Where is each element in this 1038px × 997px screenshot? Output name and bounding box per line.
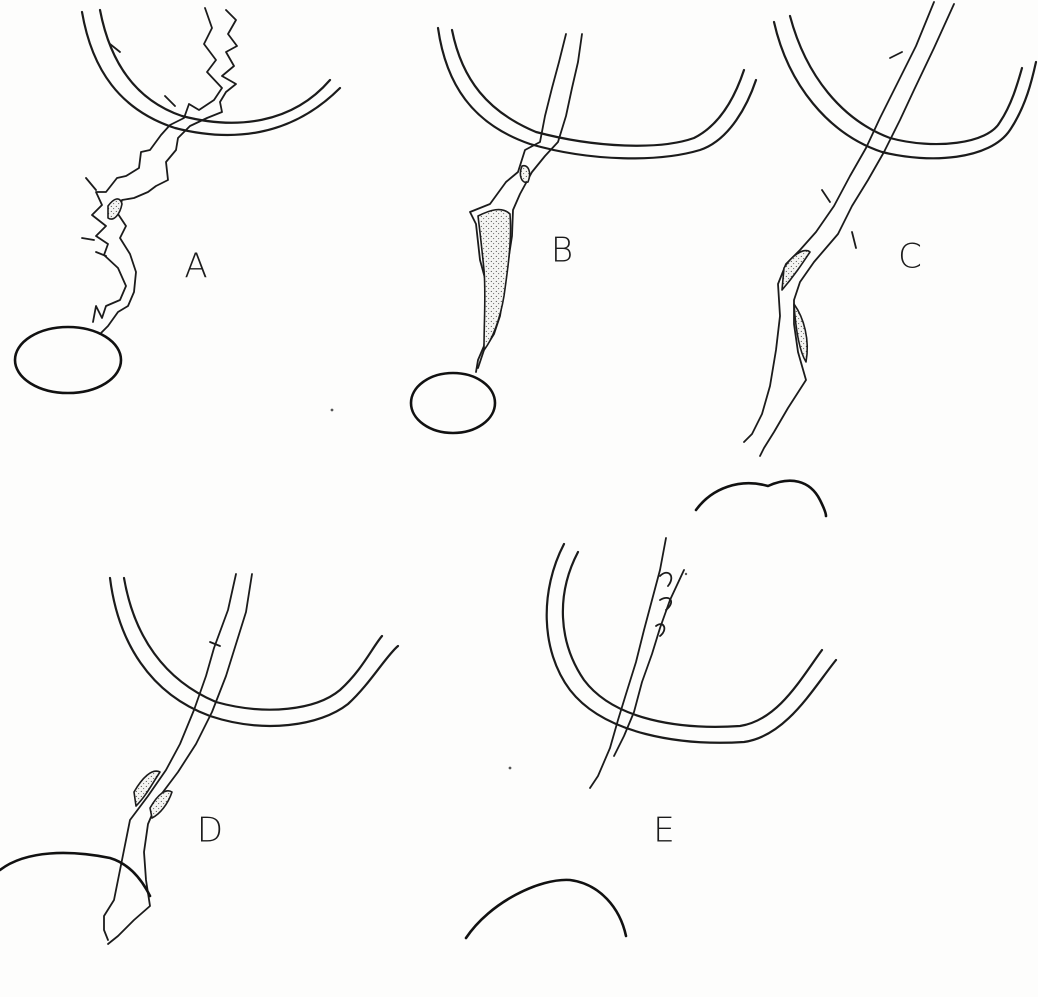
panel-c-label: C: [898, 237, 922, 277]
panel-c-vessel-outer: [774, 22, 1036, 158]
panel-d-stipple-right: [150, 791, 172, 818]
panel-d-label: D: [197, 811, 223, 851]
panel-a: A: [15, 8, 340, 393]
panel-a-label: A: [184, 247, 207, 287]
panel-b-cell-body: [411, 373, 495, 433]
panel-c-stipple-upper: [782, 251, 810, 290]
panel-b-label: B: [551, 231, 573, 271]
panel-c-vessel-inner: [790, 16, 1022, 144]
panel-c-process-right-edge: [760, 4, 954, 456]
panel-e-vessel-outer: [547, 544, 836, 743]
panel-e-label: E: [653, 811, 674, 851]
panel-d-vessel-inner: [124, 578, 382, 710]
panel-d: D: [0, 574, 398, 944]
panel-b: B: [411, 28, 756, 433]
paper-speck: [331, 409, 334, 412]
panel-d-process-left-edge: [104, 574, 236, 940]
paper-speck: [685, 573, 687, 575]
panel-b-granules: [520, 166, 529, 183]
panel-b-stippled-region: [478, 210, 511, 350]
panel-c-spines: [822, 52, 902, 248]
panel-a-spines: [82, 44, 175, 256]
panel-e-process-left-edge: [590, 538, 666, 788]
panel-e-cell-body: [466, 880, 626, 938]
panel-a-cell-body: [15, 327, 121, 393]
panel-a-vessel-inner: [100, 10, 330, 123]
paper-speck: [509, 767, 512, 770]
panel-d-process-right-edge: [108, 574, 252, 944]
panel-c-cell-body: [696, 481, 826, 516]
panel-d-cell-body: [0, 853, 150, 896]
panel-a-process-right-edge: [100, 10, 237, 334]
panel-c: C: [696, 2, 1036, 516]
panel-b-vessel-outer: [438, 28, 756, 158]
panel-c-process-left-edge: [744, 2, 934, 442]
panel-e-vessel-inner: [563, 552, 822, 727]
panel-e: E: [466, 538, 836, 938]
